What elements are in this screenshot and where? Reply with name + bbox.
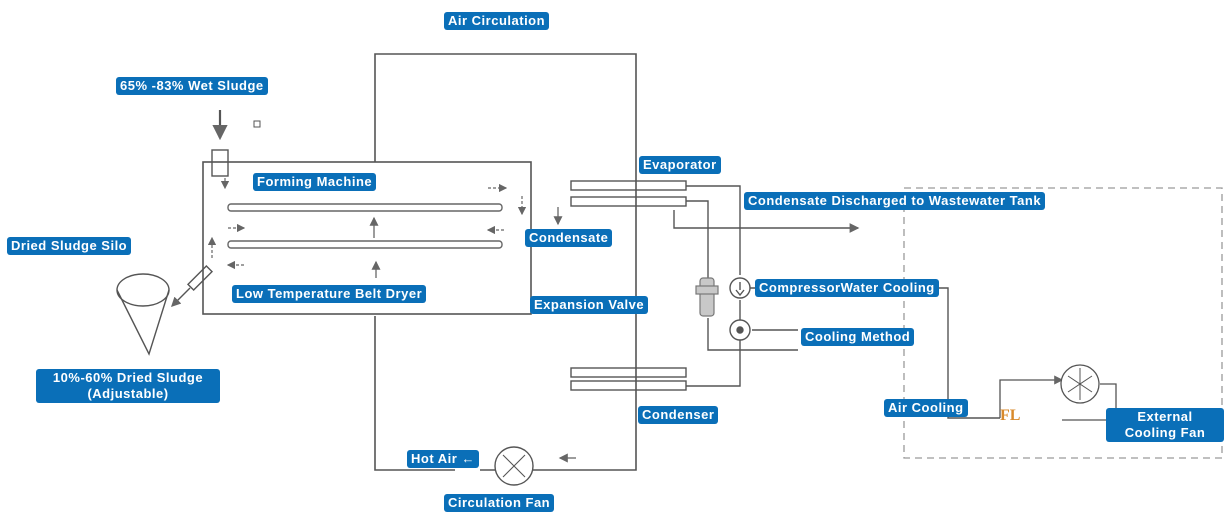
feed-hopper — [211, 110, 261, 177]
air-circulation-duct — [374, 53, 637, 471]
expansion-valve-symbol — [695, 277, 719, 317]
condenser-coils — [570, 367, 687, 391]
compressor-symbol — [729, 277, 751, 341]
label-circulation-fan: Circulation Fan — [444, 494, 555, 512]
label-air-cooling: Air Cooling — [884, 399, 968, 417]
external-cooling-fan-line2: Cooling Fan — [1124, 425, 1206, 440]
airflow-arrows — [207, 178, 527, 270]
label-condenser: Condenser — [638, 406, 719, 424]
external-fan-loop — [999, 364, 1117, 421]
conveyor-belts — [227, 203, 503, 249]
label-dried-sludge: 10%-60% Dried Sludge (Adjustable) — [36, 369, 220, 403]
label-expansion-valve: Expansion Valve — [530, 296, 649, 314]
external-cooling-fan-line1: External — [1137, 409, 1193, 424]
dried-sludge-line1: 10%-60% Dried Sludge — [52, 370, 204, 385]
circulation-fan-symbol — [494, 446, 534, 486]
label-compressor-water-cooling: CompressorWater Cooling — [755, 279, 939, 297]
external-cooling-box — [903, 187, 1223, 459]
label-evaporator: Evaporator — [639, 156, 721, 174]
upward-arrows — [369, 207, 576, 463]
dried-sludge-silo — [116, 264, 214, 356]
label-hot-air: Hot Air ← — [407, 450, 479, 468]
label-air-circulation: Air Circulation — [444, 12, 550, 30]
label-dried-sludge-silo: Dried Sludge Silo — [7, 237, 132, 255]
label-condensate: Condensate — [525, 229, 613, 247]
dried-sludge-line2: (Adjustable) — [87, 386, 169, 401]
label-external-cooling-fan: External Cooling Fan — [1106, 408, 1224, 442]
label-condensate-discharge: Condensate Discharged to Wastewater Tank — [744, 192, 1046, 210]
label-cooling-method: Cooling Method — [801, 328, 915, 346]
fl-mark: FL — [1000, 407, 1020, 424]
label-low-temp-belt-dryer: Low Temperature Belt Dryer — [232, 285, 427, 303]
refrigerant-piping — [673, 185, 1000, 419]
evaporator-coils — [570, 180, 687, 207]
label-wet-sludge: 65% -83% Wet Sludge — [116, 77, 268, 95]
label-forming-machine: Forming Machine — [253, 173, 377, 191]
